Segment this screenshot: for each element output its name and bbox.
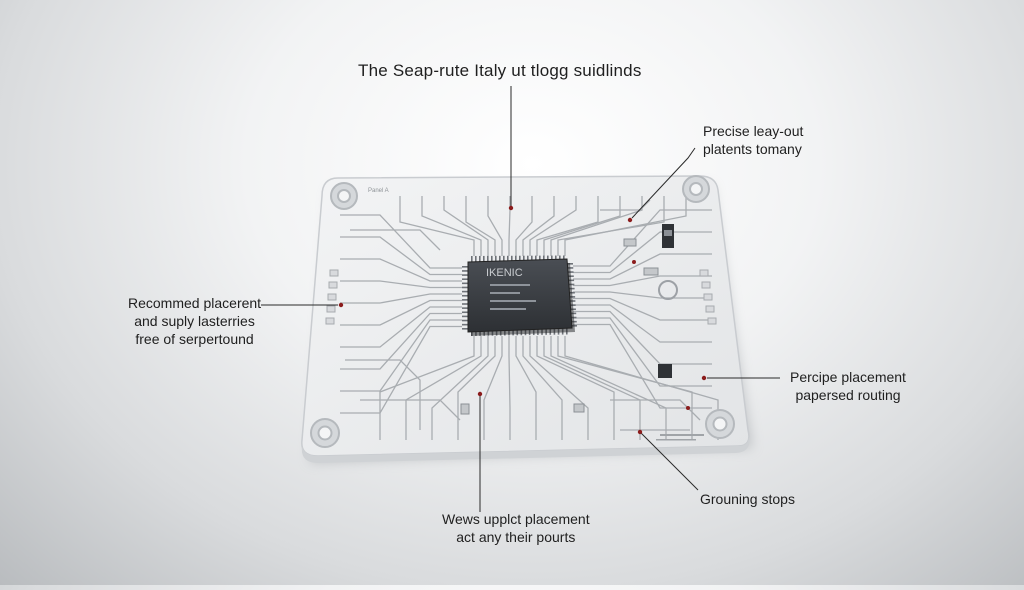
callout-bottom-line2: act any their pourts (456, 529, 576, 545)
board-edge (301, 430, 750, 463)
callout-right: Percipe placement papersed routing (790, 368, 906, 404)
silkscreen-marks (656, 434, 704, 441)
leader-top-right (631, 147, 696, 219)
component-dark-square (658, 364, 672, 378)
small-components: Panel A (325, 188, 717, 441)
callout-bottom: Wews upplct placement act any their pour… (442, 510, 590, 546)
callout-left: Recommed placerent and suply lasterries … (128, 294, 261, 348)
component-resistor (623, 238, 637, 247)
callout-top-right-line2: platents tomany (703, 141, 802, 157)
callout-top-right-line1: Precise leay-out (703, 123, 804, 139)
diagram-title: The Seap-rute Italy ut tlogg suidlinds (358, 61, 642, 80)
silkscreen-label: Panel A (368, 188, 389, 194)
callout-right-line2: papersed routing (795, 387, 901, 403)
chip-body (467, 258, 573, 333)
callout-left-line2: and suply lasterries (134, 313, 255, 329)
callout-top-right: Precise leay-out platents tomany (703, 122, 803, 158)
leader-bottom-right (639, 431, 699, 491)
callout-leaders (261, 86, 780, 512)
mounting-holes (310, 175, 735, 448)
callout-dots (338, 205, 707, 435)
chip-marking: IKENIC (486, 267, 523, 279)
main-chip: IKENIC (467, 258, 575, 336)
callout-bottom-right: Grouning stops (700, 491, 795, 507)
component-ring (658, 280, 678, 300)
callout-left-line1: Recommed placerent (128, 295, 262, 311)
circuit-traces (340, 196, 719, 440)
callout-left-line3: free of serpertound (135, 331, 254, 347)
callout-bottom-line1: Wews upplct placement (442, 511, 590, 527)
callout-right-line1: Percipe placement (790, 369, 906, 385)
